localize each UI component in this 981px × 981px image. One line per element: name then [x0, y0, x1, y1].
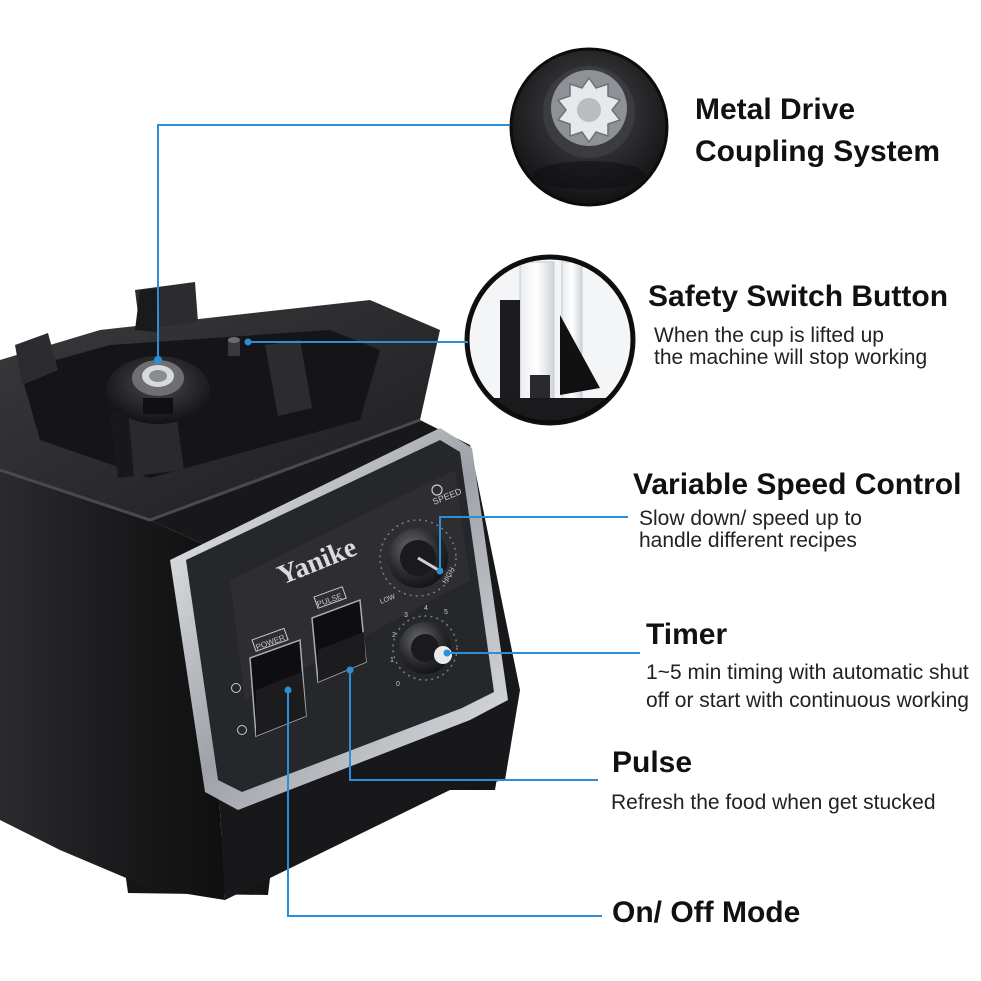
callout-safety-desc-line1: When the cup is lifted up — [654, 324, 884, 347]
callout-safety-desc-line2: the machine will stop working — [654, 346, 928, 369]
callout-leader-lines — [157, 124, 640, 917]
inset-coupling-closeup — [509, 47, 669, 207]
callout-speed-desc-line1: Slow down/ speed up to — [639, 507, 862, 530]
power-label-frame — [251, 627, 289, 652]
leader-line-power — [287, 690, 602, 917]
callout-coupling-title-line2: Coupling System — [695, 135, 941, 168]
leader-line-pulse — [349, 670, 598, 781]
timer-tick: 1 — [390, 657, 394, 664]
pulse-label-frame — [313, 586, 347, 609]
pulse-switch[interactable] — [311, 598, 367, 684]
power-switch[interactable] — [249, 638, 307, 738]
callout-coupling-title-line1: Metal Drive — [695, 93, 856, 126]
timer-tick-labels: 0 1 2 3 4 5 — [390, 605, 448, 688]
timer-knob[interactable] — [392, 615, 458, 681]
callout-timer-title: Timer — [646, 618, 728, 651]
callout-timer-desc-line2: off or start with continuous working — [646, 689, 969, 712]
speed-knob[interactable] — [379, 519, 457, 597]
callout-pulse-desc-line1: Refresh the food when get stucked — [611, 791, 936, 814]
timer-tick: 5 — [444, 609, 448, 616]
callout-pulse-title: Pulse — [612, 746, 693, 779]
callout-safety-title: Safety Switch Button — [648, 280, 949, 313]
timer-tick: 3 — [404, 612, 408, 619]
timer-tick: 2 — [392, 632, 396, 639]
power-symbol-icon — [231, 683, 241, 693]
safety-switch-pin-icon — [228, 337, 252, 356]
drive-coupling-icon — [106, 356, 210, 424]
callout-power-title: On/ Off Mode — [612, 896, 801, 929]
callout-speed-desc-line2: handle different recipes — [639, 529, 857, 552]
leader-line-speed — [439, 516, 628, 571]
inset-safety-switch-closeup — [464, 254, 636, 426]
callout-speed-title: Variable Speed Control — [633, 468, 962, 501]
leader-line-coupling — [157, 124, 510, 360]
speed-symbol-icon — [431, 484, 443, 496]
timer-tick: 4 — [424, 605, 428, 612]
play-symbol-icon — [237, 725, 247, 735]
callout-timer-desc-line1: 1~5 min timing with automatic shut — [646, 661, 969, 684]
timer-tick: 0 — [396, 681, 400, 688]
